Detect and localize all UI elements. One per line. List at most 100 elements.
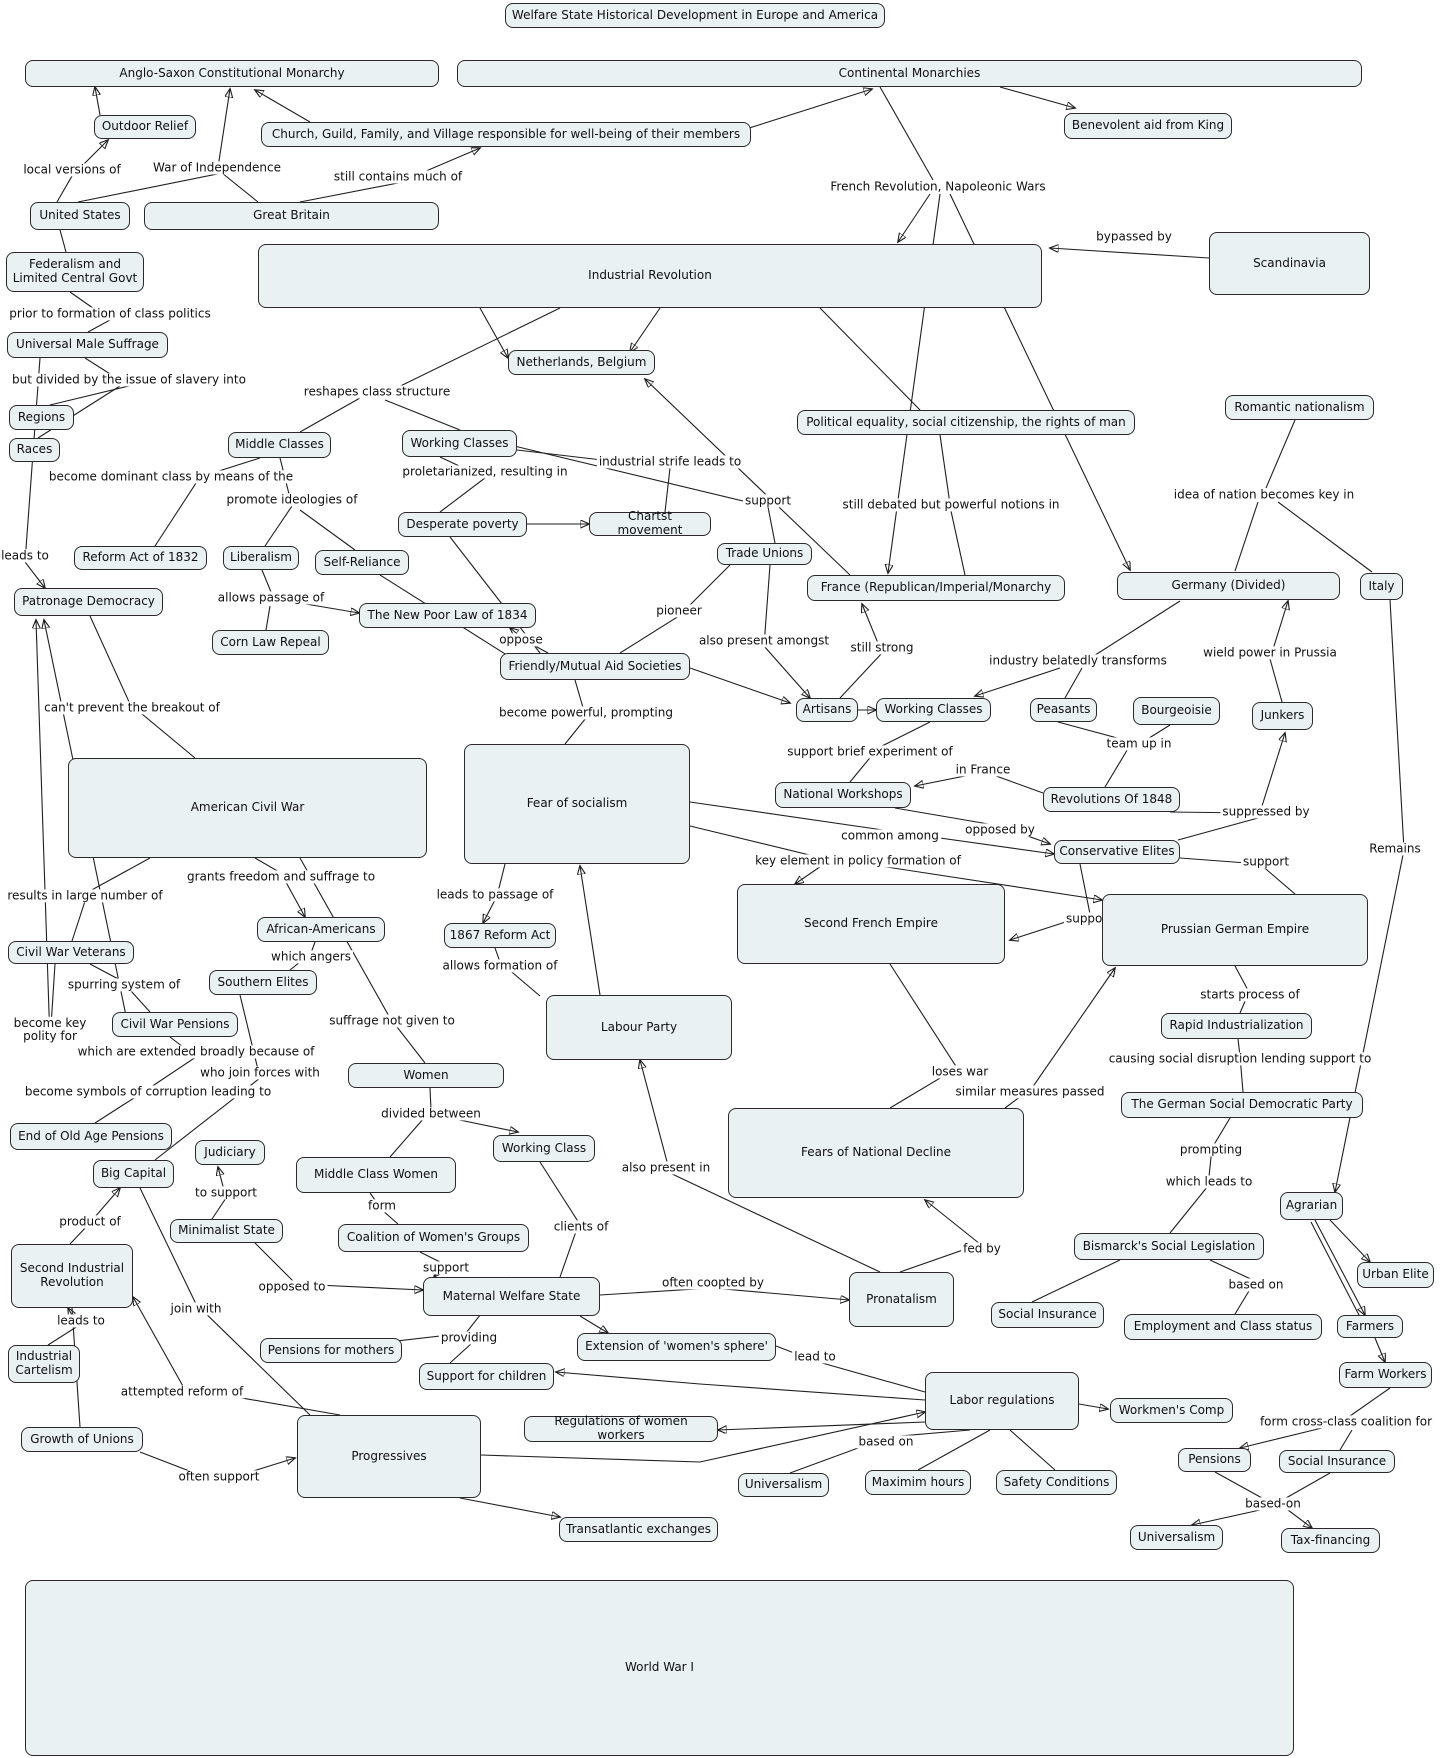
edge-line	[59, 229, 67, 253]
node-social-insurance-right[interactable]: Social Insurance	[1279, 1450, 1395, 1473]
edge-line	[645, 379, 851, 576]
node-new-poor-law[interactable]: The New Poor Law of 1834	[359, 603, 536, 628]
node-maximim-hours[interactable]: Maximim hours	[865, 1470, 971, 1495]
node-industrial-cartelism[interactable]: Industrial Cartelism	[8, 1345, 80, 1383]
node-trade-unions[interactable]: Trade Unions	[717, 543, 812, 565]
node-agrarian[interactable]: Agrarian	[1280, 1192, 1343, 1220]
node-end-old-age-pensions[interactable]: End of Old Age Pensions	[10, 1123, 172, 1150]
node-outdoor-relief[interactable]: Outdoor Relief	[94, 115, 196, 139]
node-minimalist-state[interactable]: Minimalist State	[170, 1219, 283, 1243]
node-farmers[interactable]: Farmers	[1337, 1315, 1403, 1338]
node-fear-of-socialism[interactable]: Fear of socialism	[464, 744, 690, 864]
node-middle-class-women[interactable]: Middle Class Women	[296, 1157, 456, 1193]
node-peasants[interactable]: Peasants	[1030, 698, 1097, 722]
node-labour-party[interactable]: Labour Party	[546, 995, 732, 1060]
node-romantic-nationalism[interactable]: Romantic nationalism	[1225, 395, 1374, 420]
node-women[interactable]: Women	[348, 1063, 504, 1088]
node-civil-war-pensions[interactable]: Civil War Pensions	[112, 1012, 238, 1037]
node-fears-national-decline[interactable]: Fears of National Decline	[728, 1108, 1024, 1198]
node-chartst-movement[interactable]: Chartst movement	[589, 509, 711, 537]
node-patronage-democracy[interactable]: Patronage Democracy	[14, 588, 163, 616]
node-transatlantic-exchanges[interactable]: Transatlantic exchanges	[559, 1517, 718, 1542]
edge-line	[819, 307, 921, 411]
node-reform-act-1867[interactable]: 1867 Reform Act	[444, 923, 556, 948]
node-italy[interactable]: Italy	[1360, 573, 1403, 600]
node-regions[interactable]: Regions	[9, 405, 74, 430]
node-regulations-women-workers[interactable]: Regulations of women workers	[524, 1414, 718, 1442]
edge-line	[1192, 1509, 1261, 1525]
node-bismarcks-social-legislation[interactable]: Bismarck's Social Legislation	[1074, 1233, 1264, 1260]
node-title[interactable]: Welfare State Historical Development in …	[505, 3, 885, 28]
node-pensions-for-mothers[interactable]: Pensions for mothers	[260, 1338, 402, 1363]
node-working-class[interactable]: Working Class	[493, 1135, 595, 1162]
node-big-capital[interactable]: Big Capital	[93, 1160, 174, 1188]
node-corn-law-repeal[interactable]: Corn Law Repeal	[212, 630, 329, 655]
node-workmens-comp[interactable]: Workmen's Comp	[1110, 1398, 1233, 1423]
node-working-classes-eu[interactable]: Working Classes	[876, 698, 991, 722]
node-world-war-1[interactable]: World War I	[25, 1580, 1294, 1756]
node-employment-class-status[interactable]: Employment and Class status	[1124, 1314, 1322, 1340]
node-friendly-societies[interactable]: Friendly/Mutual Aid Societies	[500, 653, 690, 680]
node-germany-divided[interactable]: Germany (Divided)	[1117, 572, 1340, 600]
node-judiciary[interactable]: Judiciary	[195, 1140, 265, 1165]
node-desperate-poverty[interactable]: Desperate poverty	[398, 512, 527, 537]
edge-line	[261, 569, 272, 593]
node-federalism[interactable]: Federalism and Limited Central Govt	[6, 252, 144, 292]
node-national-workshops[interactable]: National Workshops	[775, 782, 911, 808]
node-netherlands-belgium[interactable]: Netherlands, Belgium	[508, 350, 655, 375]
node-tax-financing[interactable]: Tax-financing	[1281, 1528, 1380, 1553]
node-continental-monarchies[interactable]: Continental Monarchies	[457, 60, 1362, 87]
node-industrial-revolution[interactable]: Industrial Revolution	[258, 244, 1042, 308]
node-races[interactable]: Races	[9, 438, 60, 462]
edge-label: to support	[193, 1185, 259, 1200]
node-universalism-right[interactable]: Universalism	[1130, 1525, 1223, 1550]
node-scandinavia[interactable]: Scandinavia	[1209, 232, 1370, 295]
node-social-insurance-bismarck[interactable]: Social Insurance	[991, 1302, 1104, 1328]
node-benevolent-aid[interactable]: Benevolent aid from King	[1064, 113, 1232, 139]
node-rapid-industrialization[interactable]: Rapid Industrialization	[1161, 1013, 1312, 1039]
edge-label: local versions of	[21, 162, 123, 177]
node-conservative-elites[interactable]: Conservative Elites	[1054, 840, 1180, 864]
node-anglo-saxon-constitutional-monarchy[interactable]: Anglo-Saxon Constitutional Monarchy	[25, 60, 439, 87]
node-civil-war-veterans[interactable]: Civil War Veterans	[8, 941, 134, 964]
node-united-states[interactable]: United States	[30, 202, 130, 230]
node-artisans[interactable]: Artisans	[796, 698, 858, 722]
node-political-equality[interactable]: Political equality, social citizenship, …	[797, 410, 1135, 435]
edge-line	[265, 605, 271, 631]
node-revolutions-of-1848[interactable]: Revolutions Of 1848	[1043, 787, 1180, 812]
edge-line	[1214, 1471, 1263, 1499]
node-maternal-welfare-state[interactable]: Maternal Welfare State	[423, 1277, 600, 1316]
node-second-french-empire[interactable]: Second French Empire	[737, 884, 1005, 964]
node-universalism-left[interactable]: Universalism	[738, 1473, 829, 1497]
node-coalition-womens-groups[interactable]: Coalition of Women's Groups	[338, 1224, 529, 1252]
edge-line	[299, 509, 356, 551]
node-reform-act-1832[interactable]: Reform Act of 1832	[74, 546, 207, 570]
node-middle-classes[interactable]: Middle Classes	[228, 432, 331, 458]
node-bourgeoisie[interactable]: Bourgeoisie	[1133, 697, 1220, 725]
node-support-for-children[interactable]: Support for children	[419, 1363, 554, 1390]
node-junkers[interactable]: Junkers	[1252, 702, 1313, 730]
node-american-civil-war[interactable]: American Civil War	[68, 758, 427, 858]
node-liberalism[interactable]: Liberalism	[223, 546, 299, 570]
node-german-sdp[interactable]: The German Social Democratic Party	[1121, 1092, 1363, 1118]
node-self-reliance[interactable]: Self-Reliance	[315, 550, 409, 575]
node-universal-male-suffrage[interactable]: Universal Male Suffrage	[7, 332, 168, 358]
node-second-industrial-revolution[interactable]: Second Industrial Revolution	[11, 1244, 133, 1308]
node-southern-elites[interactable]: Southern Elites	[209, 970, 317, 995]
node-progressives[interactable]: Progressives	[297, 1415, 481, 1498]
node-growth-of-unions[interactable]: Growth of Unions	[21, 1427, 143, 1452]
node-france[interactable]: France (Republican/Imperial/Monarchy	[807, 575, 1065, 601]
node-pensions-bismarck-right[interactable]: Pensions	[1178, 1448, 1251, 1472]
node-african-americans[interactable]: African-Americans	[257, 917, 385, 942]
node-farm-workers[interactable]: Farm Workers	[1339, 1362, 1432, 1388]
node-extension-womens-sphere[interactable]: Extension of 'women's sphere'	[577, 1333, 776, 1361]
node-labor-regulations[interactable]: Labor regulations	[925, 1372, 1079, 1430]
node-pronatalism[interactable]: Pronatalism	[849, 1272, 954, 1327]
node-urban-elite[interactable]: Urban Elite	[1357, 1262, 1434, 1288]
node-prussian-german-empire[interactable]: Prussian German Empire	[1102, 894, 1368, 966]
node-church-guild[interactable]: Church, Guild, Family, and Village respo…	[261, 122, 751, 147]
node-great-britain[interactable]: Great Britain	[144, 202, 439, 230]
node-safety-conditions[interactable]: Safety Conditions	[996, 1470, 1117, 1495]
node-working-classes-gb[interactable]: Working Classes	[402, 430, 517, 457]
edge-label: common among	[839, 828, 941, 843]
